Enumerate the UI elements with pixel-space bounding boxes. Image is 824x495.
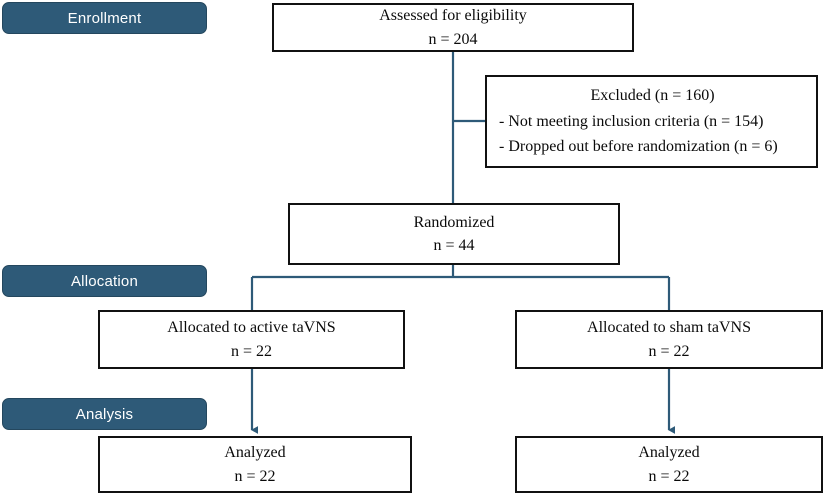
- box-randomized-title: Randomized: [413, 213, 495, 231]
- box-excluded-reason-2: - Dropped out before randomization (n = …: [499, 138, 778, 156]
- box-analyzed-sham-title: Analyzed: [638, 444, 700, 462]
- box-allocated-sham-title: Allocated to sham taVNS: [587, 319, 751, 337]
- box-randomized: Randomized n = 44: [288, 203, 620, 265]
- box-analyzed-active-count: n = 22: [234, 467, 276, 485]
- box-analyzed-active: Analyzed n = 22: [98, 436, 412, 493]
- box-assessed-title: Assessed for eligibility: [379, 7, 527, 25]
- box-analyzed-sham: Analyzed n = 22: [515, 436, 823, 493]
- box-assessed-count: n = 204: [428, 30, 478, 48]
- box-assessed-for-eligibility: Assessed for eligibility n = 204: [272, 3, 634, 52]
- box-analyzed-active-title: Analyzed: [224, 444, 286, 462]
- stage-badge-allocation: Allocation: [2, 265, 207, 297]
- box-allocated-sham-count: n = 22: [648, 342, 690, 360]
- stage-badge-analysis: Analysis: [2, 398, 207, 430]
- box-allocated-active-title: Allocated to active taVNS: [167, 319, 336, 337]
- box-randomized-count: n = 44: [433, 237, 475, 254]
- stage-badge-enrollment-label: Enrollment: [67, 9, 142, 27]
- box-excluded: Excluded (n = 160) - Not meeting inclusi…: [485, 75, 818, 168]
- box-allocated-active-count: n = 22: [230, 342, 273, 360]
- stage-badge-allocation-label: Allocation: [70, 272, 139, 290]
- box-allocated-active-tavns: Allocated to active taVNS n = 22: [98, 310, 405, 369]
- box-analyzed-sham-count: n = 22: [648, 467, 690, 485]
- stage-badge-analysis-label: Analysis: [75, 405, 134, 423]
- box-excluded-reason-1: - Not meeting inclusion criteria (n = 15…: [499, 112, 764, 130]
- box-excluded-header: Excluded (n = 160): [590, 86, 715, 104]
- stage-badge-enrollment: Enrollment: [2, 2, 207, 34]
- box-allocated-sham-tavns: Allocated to sham taVNS n = 22: [515, 310, 823, 369]
